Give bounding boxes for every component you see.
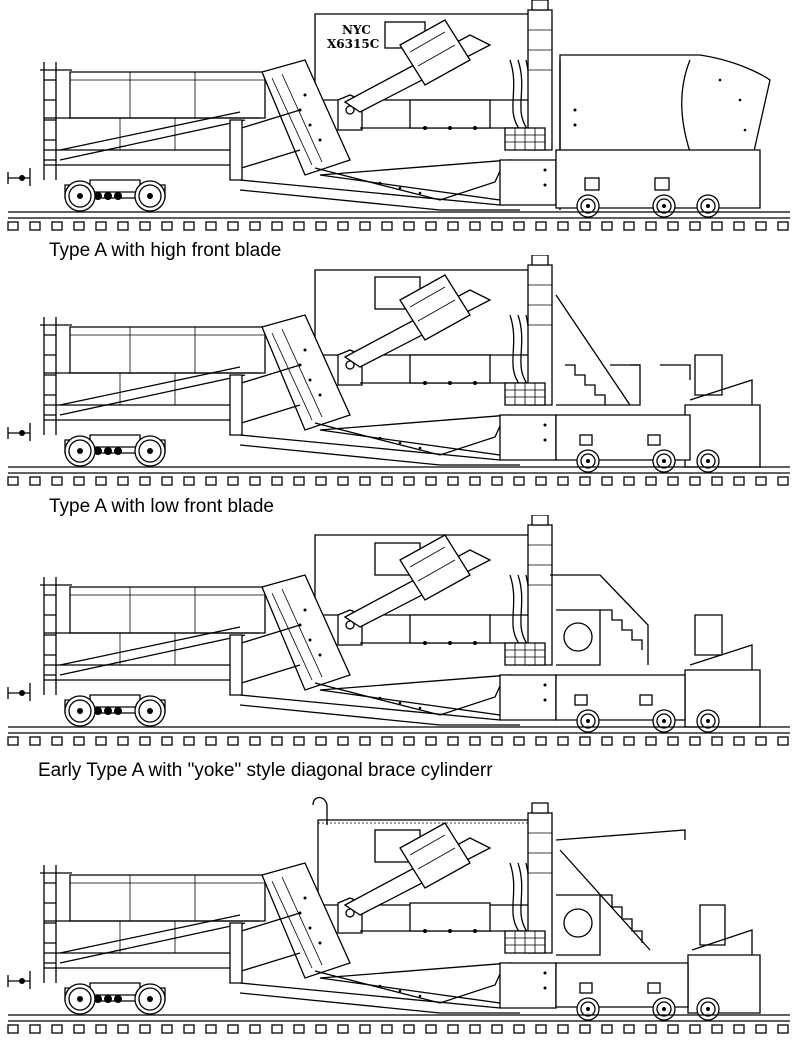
plow-drawing-high-blade: NYC X6315C: [7, 0, 790, 231]
caption-low-front-blade: Type A with low front blade: [49, 496, 274, 517]
car-lettering-road: NYC: [342, 23, 371, 37]
plow-drawing-low-blade: [7, 255, 790, 486]
diagram-high-front-blade: NYC X6315C T: [0, 0, 800, 261]
caption-early-yoke: Early Type A with "yoke" style diagonal …: [38, 760, 493, 781]
plow-drawing-late-type: [7, 796, 790, 1034]
car-lettering-number: X6315C: [327, 37, 379, 51]
diagram-early-yoke: Early Type A with "yoke" style diagonal …: [0, 515, 800, 781]
plow-drawing-early-yoke: [7, 515, 790, 746]
caption-high-front-blade: Type A with high front blade: [49, 240, 282, 261]
diagram-low-front-blade: Type A with low front blade: [0, 255, 800, 517]
diagram-late-type: [0, 795, 800, 1044]
